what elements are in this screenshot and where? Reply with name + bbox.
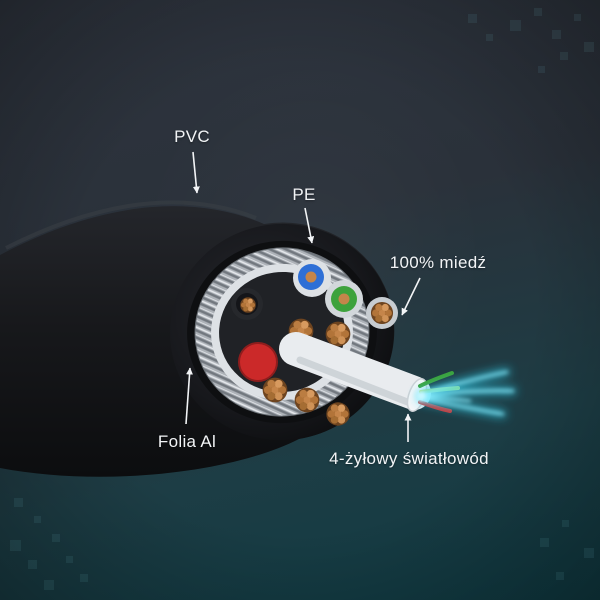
- copper-bundle: [325, 321, 351, 347]
- copper-bundle: [294, 387, 320, 413]
- cable-body-highlight: [5, 200, 257, 250]
- leader-pe: [304, 207, 315, 244]
- label-pe: PE: [292, 185, 316, 204]
- fiber-strand-green: [418, 371, 454, 388]
- fiber-strand-red: [418, 400, 452, 413]
- leader-copper: [401, 277, 421, 316]
- leader-lines: [185, 151, 421, 442]
- leader-foil: [185, 367, 194, 425]
- label-copper: 100% miedź: [389, 253, 487, 272]
- copper-bundle: [240, 297, 256, 313]
- fiber-light-beam: [416, 369, 516, 417]
- label-fiber: 4-żyłowy światłowód: [329, 449, 489, 468]
- leader-pvc: [192, 151, 200, 194]
- copper-bundle: [326, 402, 350, 426]
- label-pvc: PVC: [174, 127, 210, 146]
- inner-wires: [231, 259, 398, 426]
- circuit-pattern-decor: [10, 8, 594, 590]
- copper-bundle: [370, 301, 394, 325]
- copper-bundle: [262, 377, 288, 403]
- label-foil: Folia Al: [157, 432, 217, 451]
- wire-red-tube: [239, 343, 277, 381]
